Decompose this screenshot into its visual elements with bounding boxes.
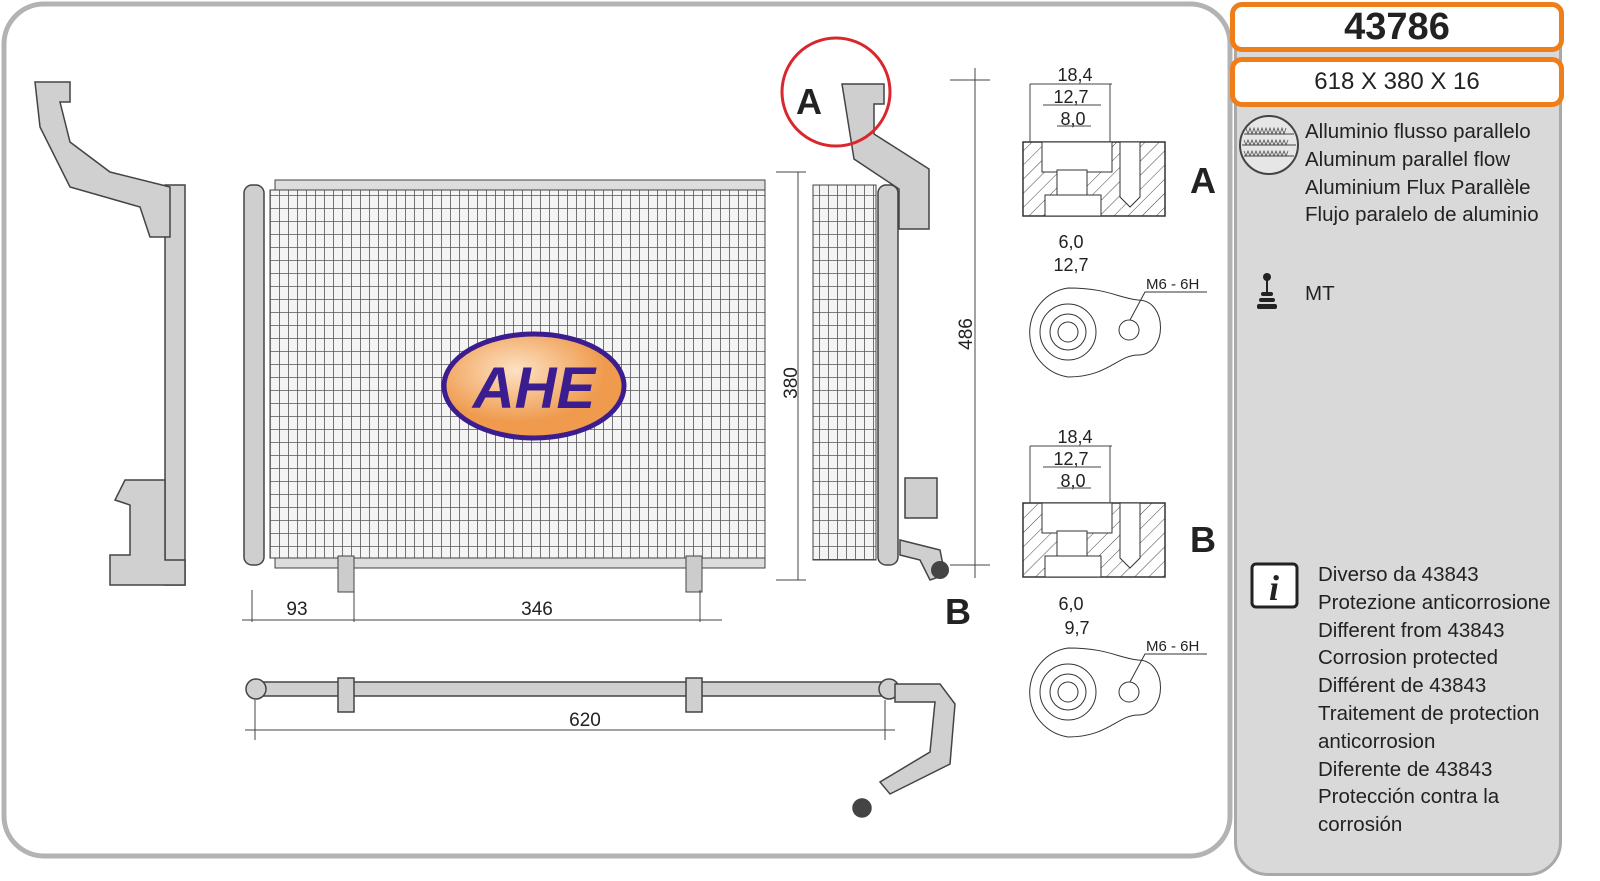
svg-text:M6 - 6H: M6 - 6H xyxy=(1146,638,1199,655)
product-dimensions: 618 X 380 X 16 xyxy=(1230,57,1564,107)
svg-text:A: A xyxy=(1190,160,1216,201)
condenser-top-view xyxy=(245,677,956,818)
brand-logo: AHE xyxy=(441,331,627,441)
detail-a: 18,4 12,7 8,0 6,0 12,7 A M6 - 6H xyxy=(1022,65,1216,378)
svg-text:M6 - 6H: M6 - 6H xyxy=(1146,276,1199,293)
svg-text:6,0: 6,0 xyxy=(1058,232,1083,252)
transmission-type: MT xyxy=(1305,282,1335,305)
note-line: Diverso da 43843 xyxy=(1318,563,1479,586)
material-line: Flujo paralelo de aluminio xyxy=(1305,203,1539,227)
product-code: 43786 xyxy=(1230,2,1564,52)
dim-bracket-left: 93 xyxy=(286,599,307,620)
dim-bracket-span: 346 xyxy=(521,599,553,620)
side-view-left xyxy=(34,81,186,586)
parallel-flow-core-icon xyxy=(1239,115,1299,175)
condenser-front-view: AHE xyxy=(243,179,766,593)
material-line: Aluminum parallel flow xyxy=(1305,147,1511,171)
svg-text:8,0: 8,0 xyxy=(1060,471,1085,491)
svg-text:12,7: 12,7 xyxy=(1053,87,1088,107)
note-line: Différent de 43843 xyxy=(1318,674,1487,698)
note-line: Different from 43843 xyxy=(1318,618,1505,642)
gear-shift-icon xyxy=(1257,273,1277,309)
callout-b-label: B xyxy=(945,591,971,632)
svg-text:8,0: 8,0 xyxy=(1060,109,1085,129)
notes-list: Diverso da 43843 Protezione anticorrosio… xyxy=(1318,561,1550,839)
note-line: Traitement de protection xyxy=(1318,701,1540,725)
note-line: Diferente de 43843 xyxy=(1318,757,1493,781)
detail-b: 18,4 12,7 8,0 6,0 9,7 B M6 - 6H xyxy=(1022,427,1216,738)
material-line: Alluminio flusso parallelo xyxy=(1305,120,1531,143)
svg-text:18,4: 18,4 xyxy=(1057,65,1092,85)
note-line: anticorrosion xyxy=(1318,729,1436,753)
dim-total-width: 620 xyxy=(569,710,601,731)
dimension-lines xyxy=(242,68,990,740)
note-line: Protección contra la xyxy=(1318,785,1500,809)
info-panel xyxy=(1234,40,1562,876)
callout-a-circle xyxy=(780,36,892,148)
svg-text:18,4: 18,4 xyxy=(1057,427,1092,447)
material-line: Aluminium Flux Parallèle xyxy=(1305,175,1531,199)
svg-text:i: i xyxy=(1269,568,1279,608)
info-icon: i xyxy=(1250,562,1299,609)
svg-text:AHE: AHE xyxy=(471,356,598,421)
svg-text:6,0: 6,0 xyxy=(1058,594,1083,614)
note-line: Corrosion protected xyxy=(1318,646,1499,670)
dim-core-height: 380 xyxy=(781,367,802,399)
callout-a-label: A xyxy=(796,81,822,122)
condenser-side-view xyxy=(812,83,949,581)
svg-text:B: B xyxy=(1190,519,1216,560)
dim-total-height: 486 xyxy=(956,318,977,350)
material-description: Alluminio flusso parallelo Aluminum para… xyxy=(1305,118,1539,229)
note-line: corrosión xyxy=(1318,813,1403,837)
svg-text:12,7: 12,7 xyxy=(1053,255,1088,275)
svg-text:9,7: 9,7 xyxy=(1064,618,1089,638)
note-line: Protezione anticorrosione xyxy=(1318,590,1551,614)
svg-text:12,7: 12,7 xyxy=(1053,449,1088,469)
